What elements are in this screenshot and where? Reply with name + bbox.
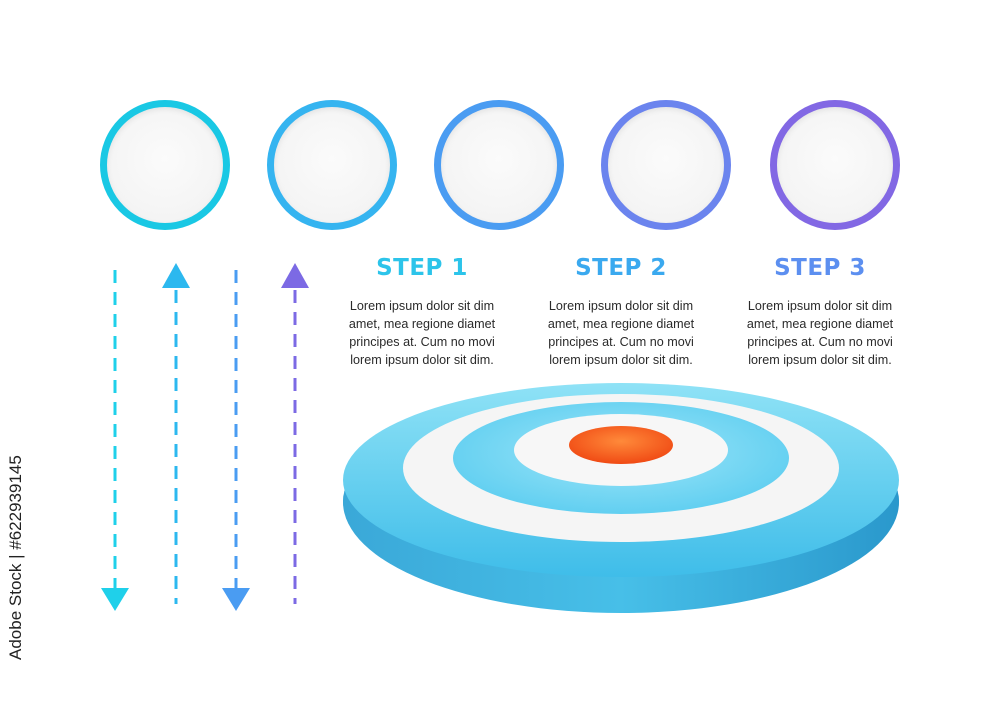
arrowhead-down-icon [222, 588, 250, 611]
step-circle-5 [770, 100, 900, 230]
step-2-title: STEP 2 [575, 255, 667, 281]
step-1: STEP 1 Lorem ipsum dolor sit dim amet, m… [337, 255, 507, 369]
arrow-down-1 [101, 270, 129, 611]
arrowhead-up-icon [281, 263, 309, 288]
step-3-title: STEP 3 [774, 255, 866, 281]
step-circle-3 [434, 100, 564, 230]
step-3-text: Lorem ipsum dolor sit dim amet, mea regi… [746, 299, 894, 367]
bullseye-icon [569, 426, 673, 464]
target-disc [343, 383, 899, 613]
step-circle-2 [267, 100, 397, 230]
arrow-up-2 [162, 263, 190, 604]
step-2-text: Lorem ipsum dolor sit dim amet, mea regi… [547, 299, 695, 367]
arrowhead-down-icon [101, 588, 129, 611]
step-circle-1 [100, 100, 230, 230]
step-3: STEP 3 Lorem ipsum dolor sit dim amet, m… [735, 255, 905, 369]
stock-watermark: Adobe Stock | #622939145 [6, 455, 25, 660]
step-1-title: STEP 1 [376, 255, 468, 281]
step-2: STEP 2 Lorem ipsum dolor sit dim amet, m… [536, 255, 706, 369]
arrowhead-up-icon [162, 263, 190, 288]
arrow-down-3 [222, 270, 250, 611]
step-1-text: Lorem ipsum dolor sit dim amet, mea regi… [348, 299, 496, 367]
arrow-up-4 [281, 263, 309, 604]
step-circle-4 [601, 100, 731, 230]
